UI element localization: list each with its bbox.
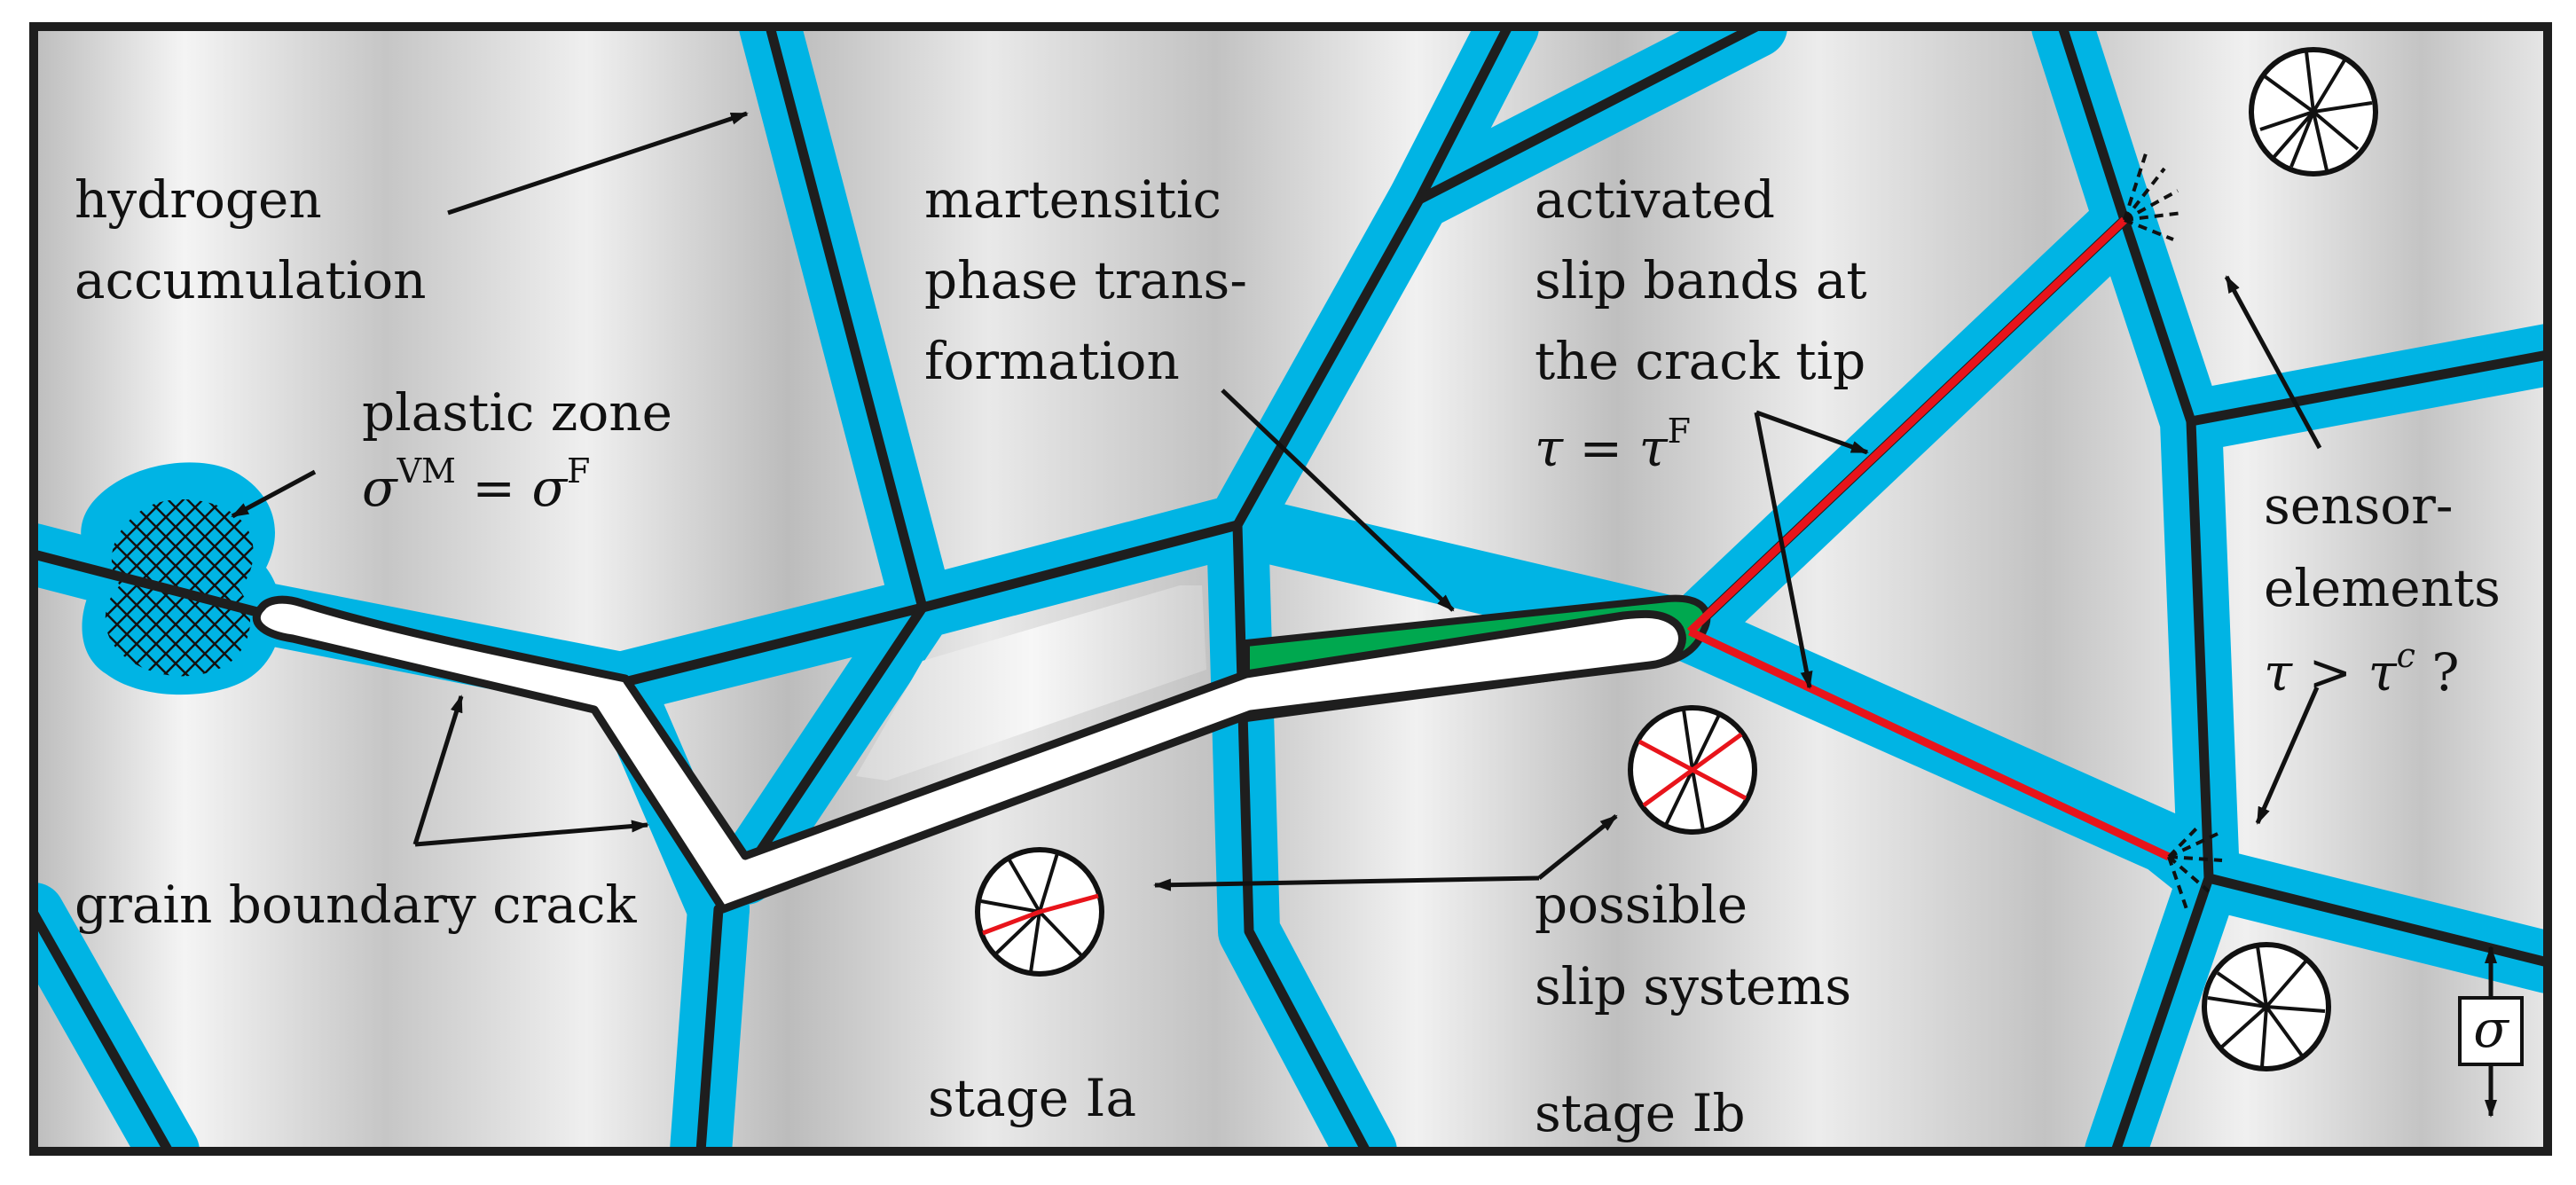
label-stage-ib: stage Ib bbox=[1535, 1083, 1746, 1143]
label-grain-boundary-crack: grain boundary crack bbox=[75, 875, 637, 935]
stress-indicator: σ bbox=[2458, 946, 2524, 1118]
frame bbox=[29, 22, 2552, 1156]
label-hydrogen: hydrogen bbox=[75, 169, 322, 230]
label-activated: activated bbox=[1535, 169, 1775, 230]
label-elements: elements bbox=[2264, 558, 2501, 618]
label-martensitic: martensitic bbox=[924, 169, 1221, 230]
pocket-grain bbox=[856, 585, 1206, 781]
slip-band-lower bbox=[1688, 627, 2171, 861]
sigma-label: σ bbox=[2473, 999, 2509, 1059]
annotation-arrows bbox=[231, 111, 2322, 891]
slip-system-circle-left bbox=[975, 847, 1104, 977]
label-stage-ia: stage Ia bbox=[928, 1068, 1136, 1128]
label-possible: possible bbox=[1535, 875, 1747, 935]
slip-system-circle-middle bbox=[1628, 705, 1757, 835]
label-sensor-formula: τ > τc ? bbox=[2264, 636, 2460, 702]
slip-system-circle-top-right bbox=[2249, 47, 2378, 177]
sensor-marks bbox=[2123, 150, 2223, 910]
label-phase-trans: phase trans- bbox=[924, 250, 1247, 310]
label-sensor: sensor- bbox=[2264, 475, 2453, 536]
label-plastic-zone: plastic zone bbox=[362, 382, 672, 443]
label-slip-bands: slip bands at bbox=[1535, 250, 1867, 310]
label-plastic-zone-formula: σVM = σF bbox=[362, 451, 590, 518]
label-accumulation: accumulation bbox=[75, 250, 427, 310]
label-slip-systems: slip systems bbox=[1535, 956, 1851, 1016]
label-formation: formation bbox=[924, 331, 1180, 391]
slip-band-upper bbox=[1686, 216, 2128, 635]
label-tau-formula: τ = τF bbox=[1535, 412, 1691, 478]
label-crack-tip: the crack tip bbox=[1535, 331, 1865, 391]
grain-boundary-crack bbox=[252, 595, 1686, 914]
slip-system-circle-bottom-right bbox=[2202, 942, 2331, 1071]
